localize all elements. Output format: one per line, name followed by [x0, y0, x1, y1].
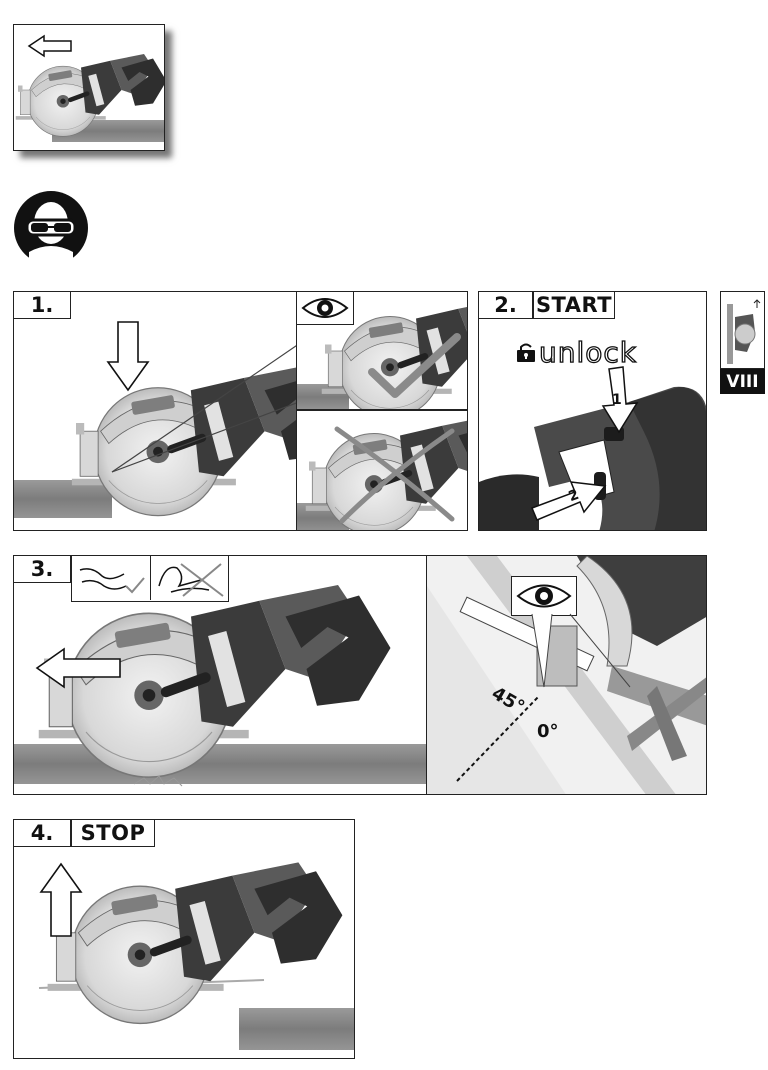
eye-icon [301, 298, 349, 318]
eye-icon-box [511, 576, 577, 616]
unlock-text: unlock [538, 335, 638, 369]
step-number: 3. [14, 556, 71, 583]
start-label: START [533, 292, 615, 319]
intro-panel [13, 24, 165, 151]
step-4-panel: 4. STOP [13, 819, 355, 1059]
arrow-right-callout-2 [531, 481, 607, 521]
arrow-down-icon [106, 321, 150, 392]
saw-inset-illustration [297, 415, 467, 530]
saw-raised-illustration [38, 861, 354, 1050]
relaxed-arm-check-icon [79, 556, 151, 600]
saw-illustration [15, 53, 164, 142]
step-number: 1. [14, 292, 71, 319]
arrow-up-icon [39, 862, 83, 937]
side-tab: VIII [720, 291, 765, 394]
stop-label: STOP [71, 820, 155, 847]
tense-arm-cross-icon [157, 563, 224, 597]
step-3-panel: 3. [13, 555, 427, 795]
arrow-down-callout-1 [601, 366, 639, 434]
step-number: 2. [479, 292, 533, 319]
cross-icon [334, 426, 455, 524]
inset-incorrect [296, 410, 467, 530]
step-3-detail-panel: 45° 0° [426, 555, 707, 795]
safety-goggles-icon [14, 191, 88, 266]
side-tab-thumbnail [720, 291, 765, 369]
eye-icon-box [297, 292, 354, 325]
posture-icons [71, 556, 229, 602]
trigger-grip-illustration [479, 386, 706, 530]
step-number: 4. [14, 820, 71, 847]
callout-1: 1 [612, 392, 622, 408]
padlock-icon [517, 343, 535, 362]
unlock-graphic: unlock [515, 335, 638, 370]
arrow-left-icon [35, 647, 121, 689]
checkmark-icon [368, 333, 461, 398]
saw-inset-illustration [297, 298, 467, 409]
arrow-left-icon [27, 34, 72, 58]
eye-icon [516, 584, 572, 608]
step-2-panel: 2. START unlock 1 2 [478, 291, 707, 531]
chapter-label: VIII [720, 369, 765, 394]
saw-cutting-illustration [14, 584, 426, 787]
saw-thumbnail-illustration [727, 299, 761, 364]
pointer-lines [531, 613, 631, 688]
step-1-panel: 1. [13, 291, 468, 531]
inset-correct [296, 292, 467, 410]
angle-0-label: 0° [537, 721, 559, 742]
